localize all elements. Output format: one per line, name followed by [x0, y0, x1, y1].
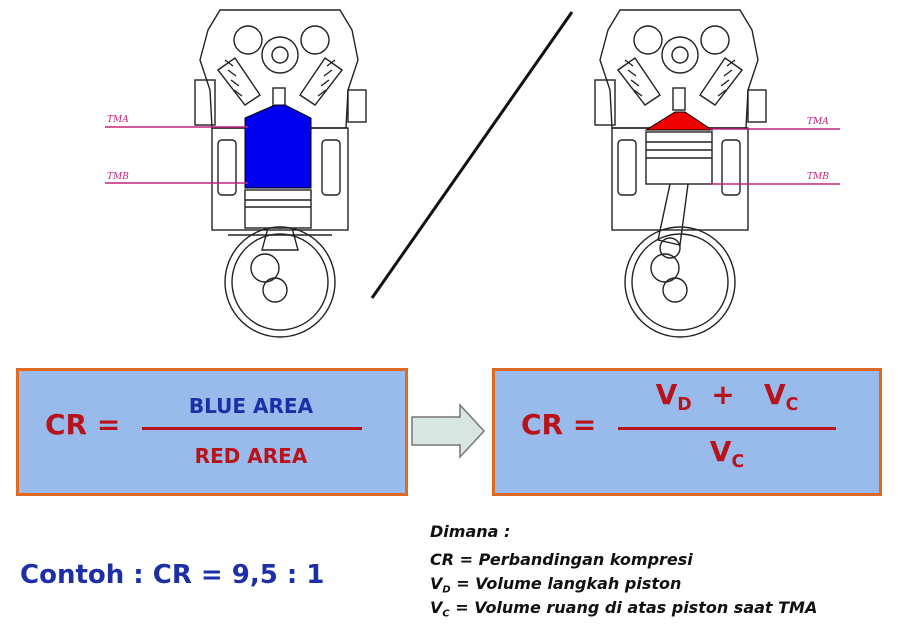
formula-left-fraction-bar	[142, 427, 362, 430]
legend-vc-symbol: V	[430, 598, 443, 617]
formula-left-lhs: CR =	[45, 408, 121, 441]
formula-right-numerator: VD + VC	[618, 378, 836, 415]
numerator-vc-subscript: C	[785, 395, 799, 416]
right-tmb-label: TMB	[807, 172, 829, 182]
formula-right-fraction-bar	[618, 427, 836, 430]
numerator-vc-symbol: V	[763, 378, 786, 411]
formula-left-numerator: BLUE AREA	[188, 394, 314, 418]
example-text: Contoh : CR = 9,5 : 1	[20, 560, 325, 590]
left-engine-diagram: TMA TMB	[105, 9, 367, 338]
legend-line-vc: VC = Volume ruang di atas piston saat TM…	[430, 598, 817, 619]
legend-title: Dimana :	[430, 522, 511, 541]
denominator-vc-symbol: V	[709, 435, 732, 468]
legend-vc-text: = Volume ruang di atas piston saat TMA	[449, 598, 818, 617]
formula-right-denominator: VC	[618, 435, 836, 472]
legend-line-vd: VD = Volume langkah piston	[430, 574, 681, 595]
denominator-vc-subscript: C	[731, 452, 745, 473]
numerator-vd-symbol: V	[655, 378, 678, 411]
numerator-plus: +	[711, 378, 735, 411]
right-tma-label: TMA	[807, 117, 829, 127]
formula-box-volume	[492, 368, 882, 496]
left-tmb-label: TMB	[107, 172, 129, 182]
formula-box-area	[16, 368, 408, 496]
formula-left-denominator: RED AREA	[194, 444, 308, 468]
legend-line-cr: CR = Perbandingan kompresi	[430, 550, 693, 569]
formula-right-lhs: CR =	[521, 408, 597, 441]
legend-vd-symbol: V	[430, 574, 443, 593]
left-tma-label: TMA	[107, 115, 129, 125]
right-arrow-icon	[411, 403, 486, 459]
right-engine-diagram: TMA TMB	[594, 9, 840, 338]
numerator-vd-subscript: D	[677, 395, 692, 416]
legend-vc-subscript: C	[442, 608, 450, 620]
legend-vd-subscript: D	[442, 584, 451, 596]
legend-vd-text: = Volume langkah piston	[450, 574, 682, 593]
